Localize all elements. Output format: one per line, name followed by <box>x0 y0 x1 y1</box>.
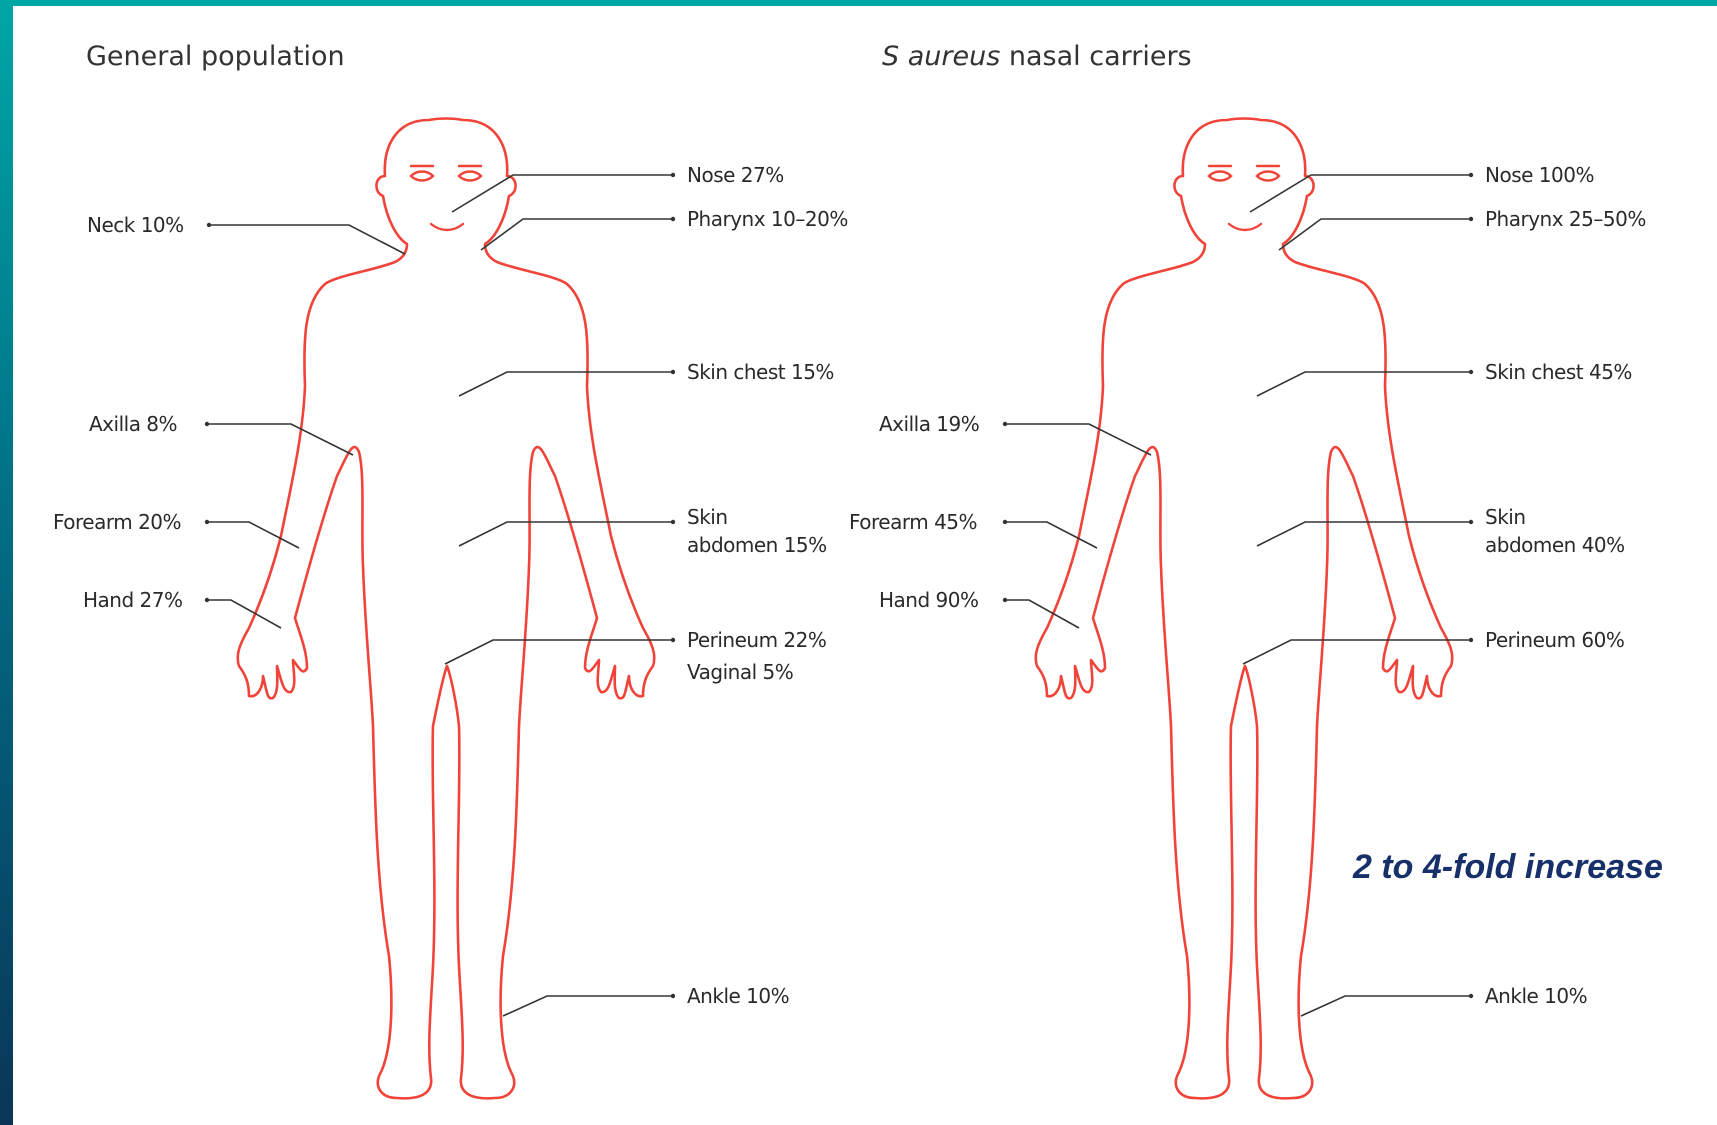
body-diagram: General population <box>13 6 1717 1125</box>
right-label-perineum: Perineum 60% <box>1485 628 1624 652</box>
right-label-skin-chest: Skin chest 45% <box>1485 360 1632 384</box>
right-leader-lines <box>1003 173 1473 1016</box>
right-label-forearm: Forearm 45% <box>849 510 977 534</box>
right-panel-title: S aureus nasal carriers <box>882 41 1192 72</box>
left-leader-lines <box>205 173 675 1016</box>
right-label-nose: Nose 100% <box>1485 163 1594 187</box>
right-label-skin-abdomen-line2: abdomen 40% <box>1485 533 1625 557</box>
left-label-vaginal: Vaginal 5% <box>687 660 793 684</box>
left-label-forearm: Forearm 20% <box>53 510 181 534</box>
left-label-hand: Hand 27% <box>83 588 182 612</box>
left-label-perineum: Perineum 22% <box>687 628 826 652</box>
right-label-hand: Hand 90% <box>879 588 978 612</box>
left-label-ankle: Ankle 10% <box>687 984 789 1008</box>
fold-increase-callout: 2 to 4-fold increase <box>1352 848 1663 886</box>
slide-canvas: General population <box>13 6 1717 1125</box>
right-panel-title-rest: nasal carriers <box>1000 41 1191 72</box>
left-body-figure <box>238 119 655 1099</box>
right-label-axilla: Axilla 19% <box>879 412 979 436</box>
right-body-figure <box>1036 119 1453 1099</box>
right-label-pharynx: Pharynx 25–50% <box>1485 207 1646 231</box>
left-label-pharynx: Pharynx 10–20% <box>687 207 848 231</box>
left-labels: Nose 27% Pharynx 10–20% Neck 10% Skin ch… <box>53 163 848 1008</box>
left-label-skin-chest: Skin chest 15% <box>687 360 834 384</box>
right-label-ankle: Ankle 10% <box>1485 984 1587 1008</box>
left-label-skin-abdomen-line2: abdomen 15% <box>687 533 827 557</box>
left-label-neck: Neck 10% <box>87 213 184 237</box>
left-panel: General population <box>53 41 848 1098</box>
right-panel: S aureus nasal carriers <box>849 41 1663 1098</box>
left-label-axilla: Axilla 8% <box>89 412 177 436</box>
left-label-nose: Nose 27% <box>687 163 784 187</box>
left-panel-title: General population <box>86 41 345 72</box>
left-label-skin-abdomen-line1: Skin <box>687 505 728 529</box>
right-label-skin-abdomen-line1: Skin <box>1485 505 1526 529</box>
right-panel-title-species: S aureus <box>882 41 1000 72</box>
